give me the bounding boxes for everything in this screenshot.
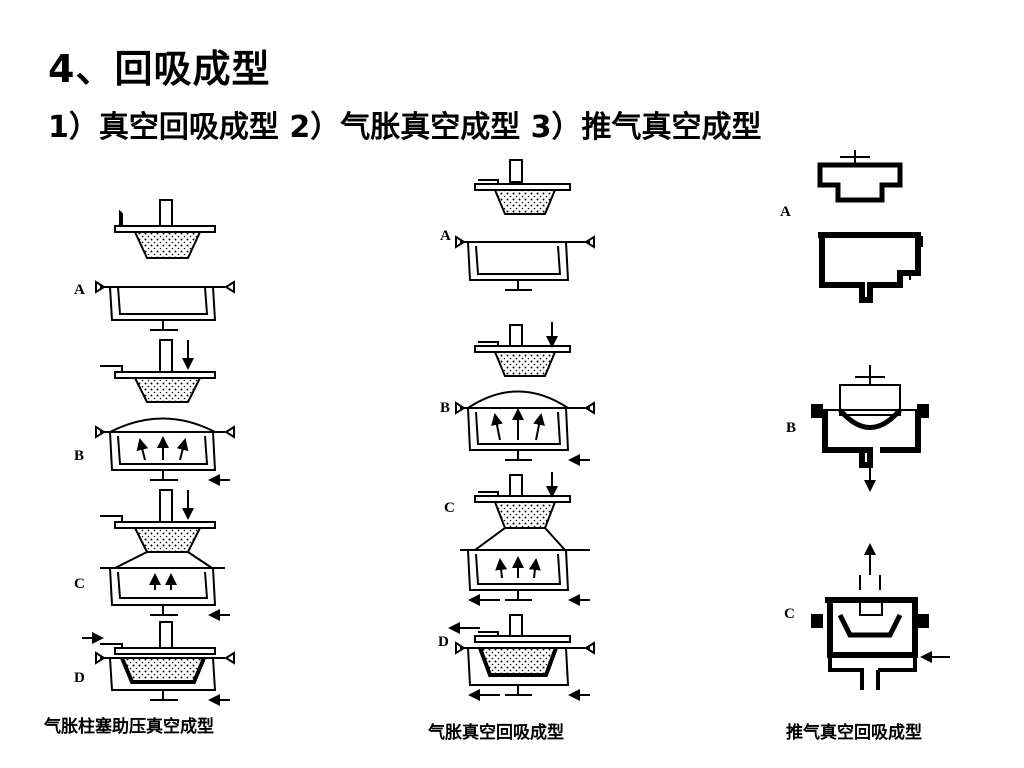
figure1-stage-b: B [74,448,85,464]
slide-title: 4、回吸成型 [48,47,271,91]
figure2-stage-c: C [444,500,455,516]
figure3-stage-a: A [780,204,791,220]
figure2-stage-d: D [438,634,449,650]
figure3-stage-c: C [784,606,795,622]
figure2-stage-a: A [440,228,451,244]
figure1-stage-a: A [74,282,85,298]
slide-subtitle: 1）真空回吸成型 2）气胀真空成型 3）推气真空成型 [48,110,762,145]
figure2-stage-b: B [440,400,451,416]
air-slip-diagram [448,159,595,701]
figure-push-air [800,145,960,700]
figure-air-slip [440,150,620,710]
figure1-caption: 气胀柱塞助压真空成型 [44,717,214,737]
figure1-stage-d: D [74,670,85,686]
figure-plug-assist [60,190,280,710]
figure1-stage-c: C [74,576,85,592]
figure3-caption: 推气真空回吸成型 [786,723,922,743]
plug-assist-diagram [82,199,235,706]
figure3-stage-b: B [786,420,797,436]
figure2-caption: 气胀真空回吸成型 [428,723,564,743]
push-air-diagram [811,150,950,690]
